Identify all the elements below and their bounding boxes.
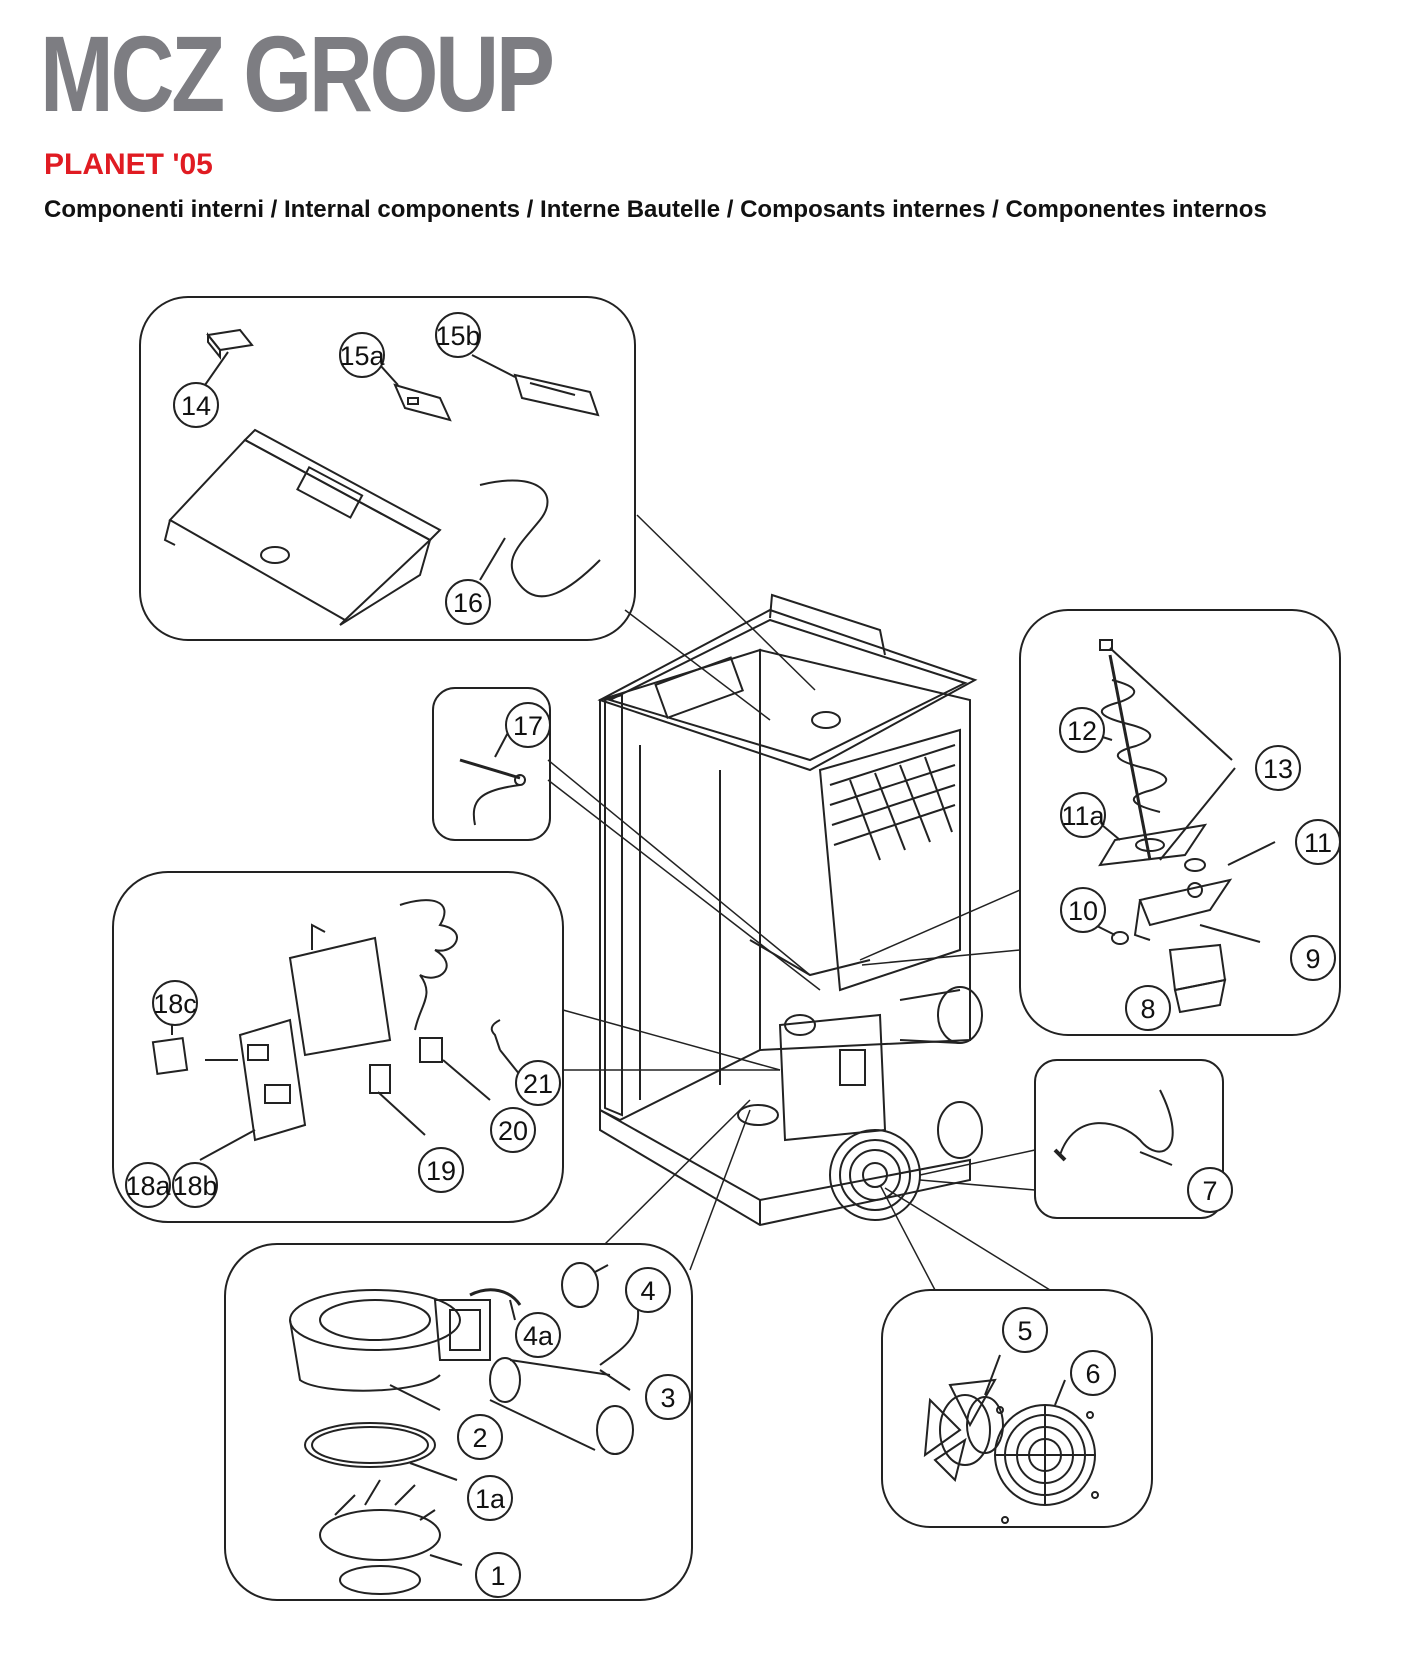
callout-9: 9 bbox=[1290, 935, 1336, 981]
callout-13: 13 bbox=[1255, 745, 1301, 791]
callout-19: 19 bbox=[418, 1147, 464, 1193]
callout-label-20: 20 bbox=[498, 1116, 528, 1146]
callout-label-7: 7 bbox=[1202, 1176, 1217, 1206]
group-box-auger-motor bbox=[1019, 609, 1341, 1036]
electronics-parts bbox=[151, 899, 521, 1161]
callout-11a: 11a bbox=[1060, 792, 1106, 838]
callout-18a: 18a bbox=[125, 1162, 172, 1208]
group-box-control-panel bbox=[139, 296, 636, 641]
group-box-electronics bbox=[112, 871, 564, 1223]
smoke-fan-parts bbox=[289, 1262, 640, 1595]
callout-label-1: 1 bbox=[490, 1561, 505, 1591]
callout-20: 20 bbox=[490, 1107, 536, 1153]
stove-body bbox=[597, 593, 983, 1227]
callout-15b: 15b bbox=[435, 312, 481, 358]
callout-4a: 4a bbox=[515, 1312, 561, 1358]
group-box-probe bbox=[432, 687, 551, 841]
callout-label-4: 4 bbox=[640, 1276, 655, 1306]
callout-17: 17 bbox=[505, 702, 551, 748]
callout-label-11: 11 bbox=[1304, 828, 1332, 858]
callout-label-21: 21 bbox=[523, 1069, 553, 1099]
callout-6: 6 bbox=[1070, 1350, 1116, 1396]
callout-label-18c: 18c bbox=[153, 989, 197, 1019]
callout-label-10: 10 bbox=[1068, 896, 1098, 926]
callout-label-12: 12 bbox=[1067, 716, 1097, 746]
callout-21: 21 bbox=[515, 1060, 561, 1106]
callout-8: 8 bbox=[1125, 985, 1171, 1031]
callout-12: 12 bbox=[1059, 707, 1105, 753]
callout-label-18a: 18a bbox=[125, 1171, 171, 1201]
callout-7: 7 bbox=[1187, 1167, 1233, 1213]
brand-logo: MCZ GROUP bbox=[40, 13, 555, 134]
model-title: PLANET '05 bbox=[44, 148, 213, 181]
callout-label-6: 6 bbox=[1085, 1359, 1100, 1389]
callout-label-14: 14 bbox=[181, 391, 211, 421]
callout-label-16: 16 bbox=[453, 588, 483, 618]
callout-label-2: 2 bbox=[472, 1423, 487, 1453]
callout-18c: 18c bbox=[152, 980, 198, 1026]
callout-14: 14 bbox=[173, 382, 219, 428]
group-box-smoke-fan bbox=[224, 1243, 693, 1601]
callout-1a: 1a bbox=[467, 1475, 513, 1521]
callout-label-9: 9 bbox=[1305, 944, 1320, 974]
ambient-fan-parts bbox=[923, 1354, 1099, 1524]
callout-11: 11 bbox=[1295, 819, 1341, 865]
callout-label-3: 3 bbox=[660, 1383, 675, 1413]
callout-label-15b: 15b bbox=[435, 321, 480, 351]
group-leader-lines bbox=[547, 514, 1051, 1291]
auger-parts bbox=[1079, 639, 1276, 1014]
group-box-ambient-fan bbox=[881, 1289, 1153, 1528]
callout-3: 3 bbox=[645, 1374, 691, 1420]
callout-label-5: 5 bbox=[1017, 1316, 1032, 1346]
subtitle: Componenti interni / Internal components… bbox=[44, 196, 1267, 223]
callout-label-13: 13 bbox=[1263, 754, 1293, 784]
callout-1: 1 bbox=[475, 1552, 521, 1598]
callout-label-4a: 4a bbox=[523, 1321, 554, 1351]
callout-label-19: 19 bbox=[426, 1156, 456, 1186]
callout-2: 2 bbox=[457, 1414, 503, 1460]
callout-16: 16 bbox=[445, 579, 491, 625]
callout-label-8: 8 bbox=[1140, 994, 1155, 1024]
callout-18b: 18b bbox=[172, 1162, 218, 1208]
callout-label-1a: 1a bbox=[475, 1484, 506, 1514]
callout-label-17: 17 bbox=[513, 711, 543, 741]
callout-label-11a: 11a bbox=[1061, 801, 1105, 831]
callout-label-18b: 18b bbox=[172, 1171, 217, 1201]
callout-15a: 15a bbox=[339, 332, 386, 378]
callout-5: 5 bbox=[1002, 1307, 1048, 1353]
group-box-cable bbox=[1034, 1059, 1224, 1219]
callout-4: 4 bbox=[625, 1267, 671, 1313]
callout-10: 10 bbox=[1060, 887, 1106, 933]
control-panel-parts bbox=[163, 328, 601, 626]
callout-label-15a: 15a bbox=[339, 341, 385, 371]
cable-part bbox=[1053, 1089, 1174, 1166]
